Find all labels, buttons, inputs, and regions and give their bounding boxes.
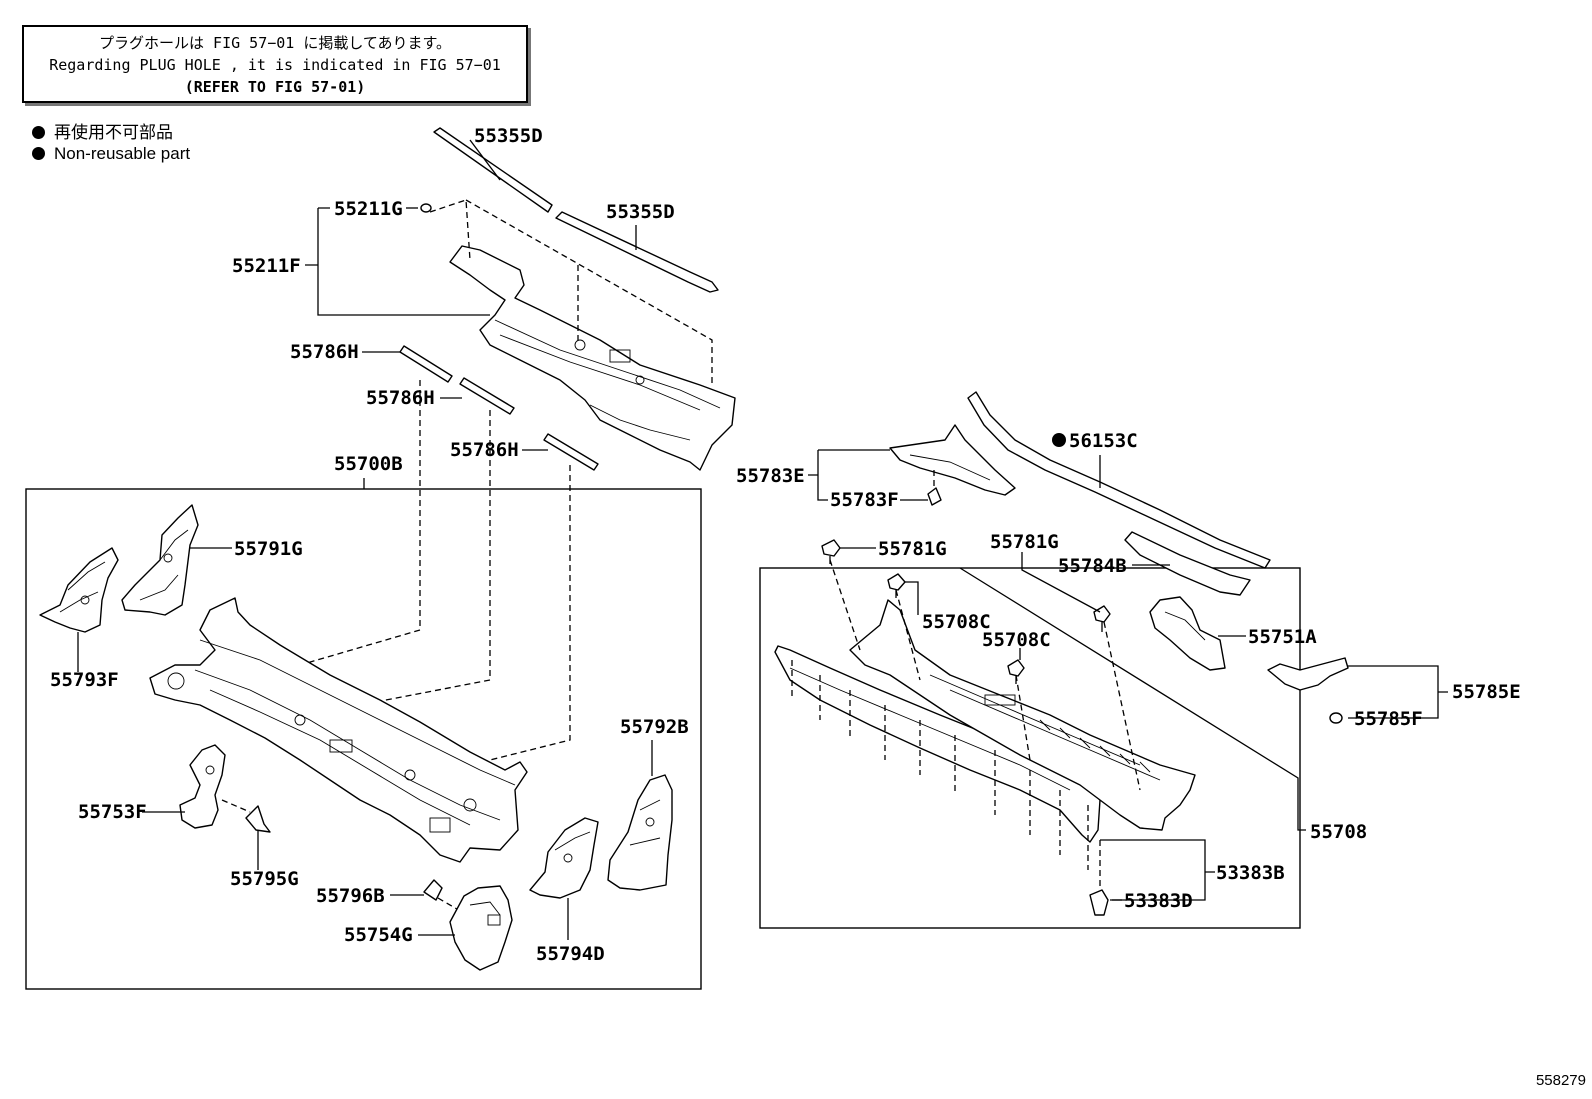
note-refer: (REFER TO FIG 57-01) xyxy=(184,78,366,96)
note-english: Regarding PLUG HOLE , it is indicated in… xyxy=(49,56,501,74)
bracket-55753F xyxy=(179,744,226,829)
non-reusable-marker-56153C xyxy=(1052,433,1066,447)
label-55753F: 55753F xyxy=(78,801,147,823)
label-56153C: 56153C xyxy=(1069,430,1138,452)
weatherstrip-55355D-lower xyxy=(555,211,719,293)
label-55785F: 55785F xyxy=(1354,708,1423,730)
label-53383B: 53383B xyxy=(1216,862,1285,884)
bracket-55751A xyxy=(1149,596,1226,671)
bracket-55754G xyxy=(449,885,513,971)
label-55791G: 55791G xyxy=(234,538,303,560)
clip-55783F xyxy=(927,487,942,506)
label-55781G-left: 55781G xyxy=(878,538,947,560)
non-reusable-bullet-icon xyxy=(32,147,45,160)
screw-55708C-b xyxy=(1007,659,1025,684)
screw-55781G-right xyxy=(1093,605,1111,632)
label-55211G: 55211G xyxy=(334,198,403,220)
label-55708: 55708 xyxy=(1310,821,1367,843)
clip-53383D xyxy=(1089,889,1109,916)
note-japanese: プラグホールは FIG 57−01 に掲載してあります。 xyxy=(99,34,451,52)
label-55793F: 55793F xyxy=(50,669,119,691)
clip-55796B xyxy=(423,879,443,901)
label-55783E: 55783E xyxy=(736,465,805,487)
label-55355D-upper: 55355D xyxy=(474,125,543,147)
legend-jp: 再使用不可部品 xyxy=(32,118,173,143)
seal-55786H-b xyxy=(459,377,515,415)
bracket-55794D xyxy=(529,817,599,899)
label-55792B: 55792B xyxy=(620,716,689,738)
seal-55786H-a xyxy=(399,345,453,383)
group-frame-55708 xyxy=(759,567,1301,929)
screw-55781G-left xyxy=(821,539,841,564)
cowl-louver-55708 xyxy=(774,645,1101,843)
label-55786H-b: 55786H xyxy=(366,387,435,409)
label-53383D: 53383D xyxy=(1124,890,1193,912)
label-55781G-right: 55781G xyxy=(990,531,1059,553)
label-55795G: 55795G xyxy=(230,868,299,890)
bracket-55785E xyxy=(1267,657,1349,691)
label-55786H-a: 55786H xyxy=(290,341,359,363)
bracket-55792B xyxy=(607,774,673,891)
reference-note-box: プラグホールは FIG 57−01 に掲載してあります。 Regarding P… xyxy=(22,25,528,103)
bracket-55793F xyxy=(39,547,119,633)
label-55708C-b: 55708C xyxy=(982,629,1051,651)
cowl-upper-panel-55211F xyxy=(449,245,736,471)
legend-en: Non-reusable part xyxy=(32,144,190,164)
label-55355D-lower: 55355D xyxy=(606,201,675,223)
bracket-55795G xyxy=(245,805,271,833)
label-55783F: 55783F xyxy=(830,489,899,511)
label-55751A: 55751A xyxy=(1248,626,1317,648)
legend-jp-text: 再使用不可部品 xyxy=(54,123,173,142)
label-55794D: 55794D xyxy=(536,943,605,965)
label-55784B: 55784B xyxy=(1058,555,1127,577)
clip-55785F xyxy=(1329,712,1343,724)
bracket-55791G xyxy=(121,504,199,616)
cowl-side-55783E xyxy=(889,424,1016,496)
illustration-reference-number: 558279 xyxy=(1535,1072,1586,1089)
seal-56153C xyxy=(967,391,1271,569)
label-55211F: 55211F xyxy=(232,255,301,277)
label-55786H-c: 55786H xyxy=(450,439,519,461)
label-55785E: 55785E xyxy=(1452,681,1521,703)
screw-55708C-a xyxy=(887,573,906,598)
main-cowl-panel-55700B xyxy=(149,597,528,863)
label-55700B: 55700B xyxy=(334,453,403,475)
label-55796B: 55796B xyxy=(316,885,385,907)
seal-55786H-c xyxy=(543,433,599,471)
label-55708C-a: 55708C xyxy=(922,611,991,633)
label-55754G: 55754G xyxy=(344,924,413,946)
cover-55784B xyxy=(1124,531,1251,596)
non-reusable-bullet-icon xyxy=(32,126,45,139)
legend-en-text: Non-reusable part xyxy=(54,144,191,163)
clip-55211G xyxy=(420,203,432,213)
